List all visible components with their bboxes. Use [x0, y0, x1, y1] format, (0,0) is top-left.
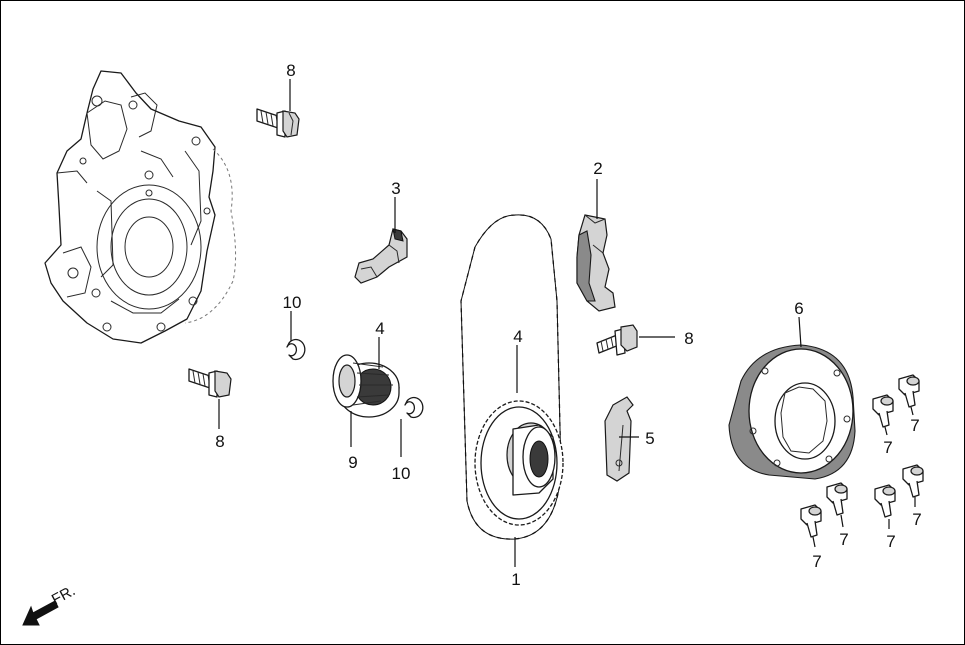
callout-10-lower: 10 [392, 464, 411, 483]
callout-7-c: 7 [912, 510, 921, 529]
socket-bolt-3 [902, 464, 924, 498]
callout-7-e: 7 [886, 532, 895, 551]
needle-bearing [332, 354, 400, 418]
callout-2: 2 [593, 159, 602, 178]
front-direction-arrow-icon: FR. [22, 582, 78, 626]
chain-guide [354, 228, 408, 284]
socket-bolt-1 [898, 374, 920, 408]
callout-6: 6 [794, 299, 803, 318]
cam-sprocket [474, 400, 564, 526]
callout-7-d: 7 [839, 530, 848, 549]
callout-9: 9 [348, 453, 357, 472]
chain-tensioner-slipper [576, 214, 616, 312]
callout-8-left: 8 [215, 432, 224, 451]
callout-3: 3 [391, 179, 400, 198]
callout-4-bearing: 4 [375, 319, 384, 338]
callout-7-f: 7 [812, 552, 821, 571]
callout-8-top: 8 [286, 61, 295, 80]
circlip-lower [404, 396, 424, 419]
flange-bolt-left [188, 368, 232, 398]
callout-labels: 8 8 8 3 2 10 4 9 10 4 1 5 6 7 7 7 7 7 7 [215, 61, 921, 589]
callout-4-sprocket: 4 [513, 327, 522, 346]
starter-clutch-housing [728, 344, 856, 480]
callout-10-upper: 10 [283, 293, 302, 312]
callout-1: 1 [511, 570, 520, 589]
socket-bolt-5 [874, 484, 896, 518]
callout-8-right: 8 [684, 329, 693, 348]
crankcase-housing [44, 70, 237, 344]
callout-7-b: 7 [883, 438, 892, 457]
socket-bolt-6 [800, 504, 822, 538]
socket-bolt-4 [826, 482, 848, 516]
flange-bolt-right [596, 324, 638, 356]
socket-bolt-2 [872, 394, 894, 428]
chain-guide-plate [604, 396, 634, 482]
callout-5: 5 [645, 429, 654, 448]
circlip-upper [286, 338, 306, 361]
callout-7-a: 7 [910, 416, 919, 435]
flange-bolt-top [256, 108, 300, 138]
leader-lines [218, 79, 916, 567]
